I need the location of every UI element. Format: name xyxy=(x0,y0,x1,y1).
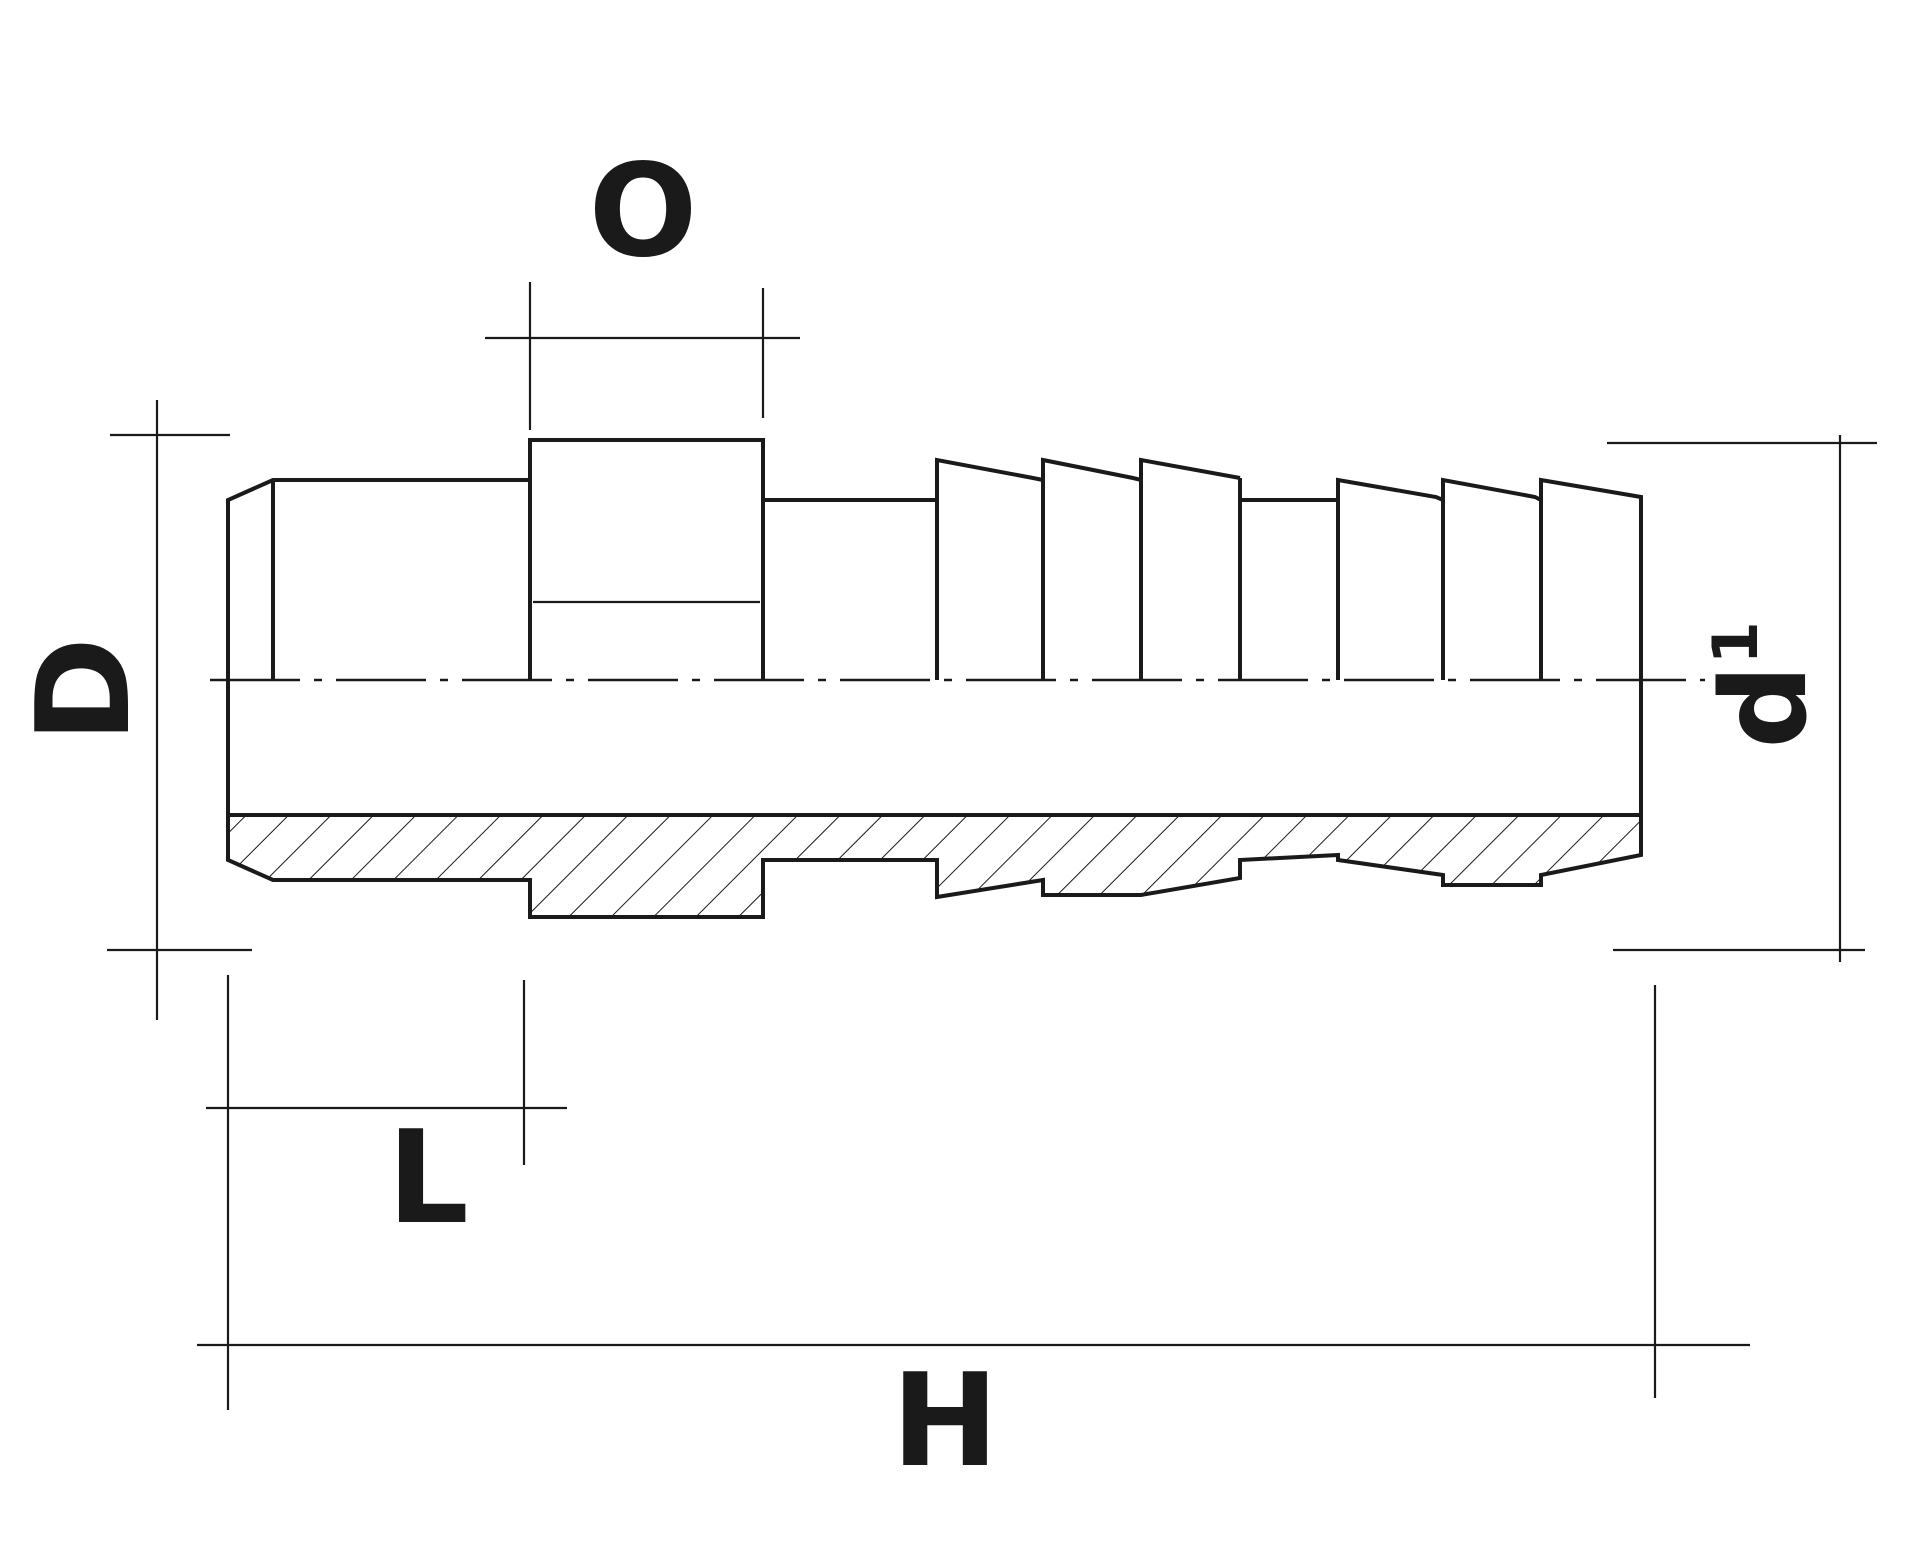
dimension-o: O xyxy=(485,137,800,430)
label-d: D xyxy=(10,637,159,743)
dimension-d1: d1 xyxy=(1607,435,1877,962)
label-h: H xyxy=(891,1347,998,1496)
label-l: L xyxy=(387,1104,469,1253)
dimension-l: L xyxy=(206,975,567,1410)
label-d1-base: d xyxy=(1695,664,1833,748)
label-d1: d1 xyxy=(1695,621,1833,749)
label-o: O xyxy=(589,137,698,286)
label-d1-index: 1 xyxy=(1699,621,1772,664)
dimension-h: H xyxy=(197,985,1750,1496)
fitting-section-hatched xyxy=(226,813,1643,919)
dimension-d: D xyxy=(10,400,252,1020)
fitting-upper-contour xyxy=(226,438,1643,847)
